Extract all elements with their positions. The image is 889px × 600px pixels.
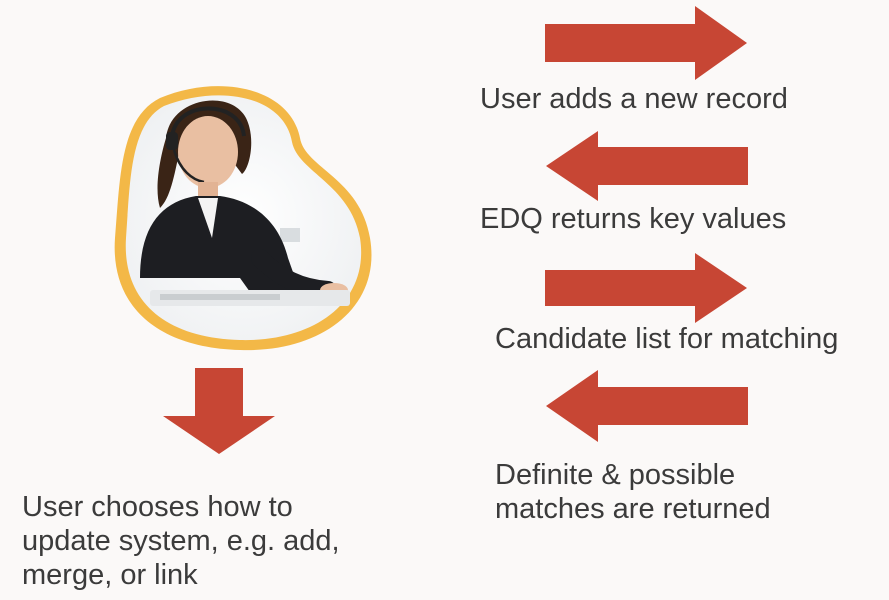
down-arrow-icon — [163, 368, 275, 454]
call-center-agent-icon — [114, 86, 372, 351]
right-arrow-icon — [545, 253, 747, 323]
outcome-line3: merge, or link — [22, 559, 198, 591]
step-matches-returned: Definite & possible matches are returned — [495, 458, 771, 526]
call-center-agent-illustration — [100, 78, 390, 358]
step-user-adds-record: User adds a new record — [480, 83, 788, 115]
left-arrow-icon — [546, 370, 748, 442]
left-arrow-icon — [546, 131, 748, 201]
step-edq-returns-keys: EDQ returns key values — [480, 203, 787, 235]
outcome-line2: update system, e.g. add, — [22, 525, 340, 557]
step-matches-line1: Definite & possible — [495, 459, 736, 491]
step-matches-line2: matches are returned — [495, 493, 771, 525]
step-candidate-list: Candidate list for matching — [495, 323, 839, 355]
right-arrow-icon — [545, 6, 747, 80]
outcome-description: User chooses how to update system, e.g. … — [22, 490, 340, 592]
outcome-line1: User chooses how to — [22, 491, 293, 523]
